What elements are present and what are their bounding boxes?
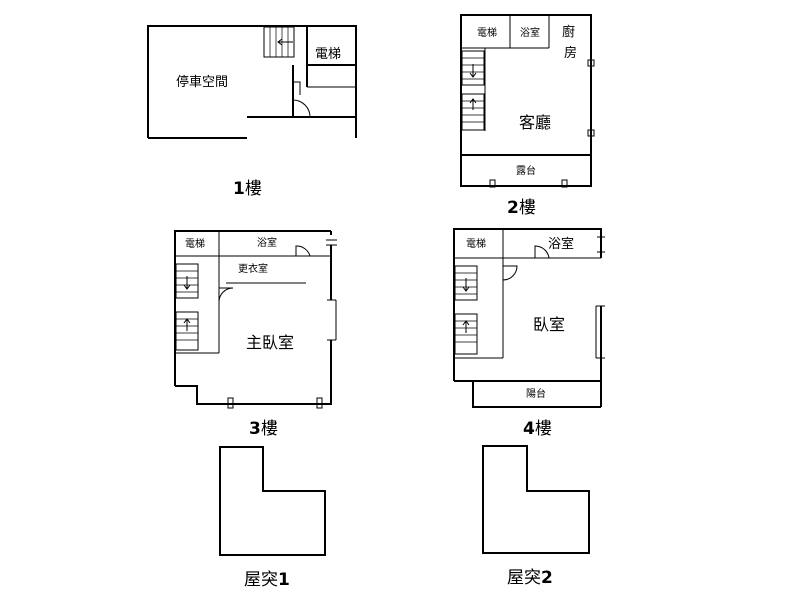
room-living: 客廳: [519, 113, 551, 132]
room-bathroom: 浴室: [257, 236, 277, 249]
roof-2-label: 屋突2: [507, 568, 553, 588]
floor-3-label: 3樓: [249, 419, 278, 439]
floor-3-plan: 電梯 浴室 更衣室 主臥室: [174, 230, 337, 409]
roof-2-plan: [482, 445, 590, 554]
roof-1-plan: [219, 446, 326, 556]
room-master-bedroom: 主臥室: [246, 333, 294, 352]
floor-2-label: 2樓: [507, 198, 536, 218]
floor-4-label: 4樓: [523, 419, 552, 439]
room-parking: 停車空間: [176, 74, 228, 90]
room-terrace: 露台: [516, 164, 536, 177]
room-dressing: 更衣室: [238, 262, 268, 275]
room-kitchen-1: 廚: [562, 24, 575, 40]
room-bathroom: 浴室: [520, 26, 540, 39]
room-elevator: 電梯: [477, 26, 497, 39]
floor-4-plan: 電梯 浴室 臥室 陽台: [453, 228, 605, 408]
room-kitchen-2: 房: [564, 45, 577, 61]
room-elevator: 電梯: [315, 47, 341, 62]
room-bathroom: 浴室: [548, 236, 574, 252]
room-elevator: 電梯: [466, 237, 486, 250]
floor-1-label: 1樓: [233, 179, 262, 199]
room-elevator: 電梯: [185, 237, 205, 250]
floor-2-plan: 電梯 浴室 廚 房 客廳 露台: [460, 14, 595, 188]
room-bedroom: 臥室: [533, 315, 565, 334]
roof-1-label: 屋突1: [244, 570, 290, 590]
room-balcony: 陽台: [526, 387, 546, 400]
floor-1-plan: 停車空間 電梯: [147, 25, 357, 139]
